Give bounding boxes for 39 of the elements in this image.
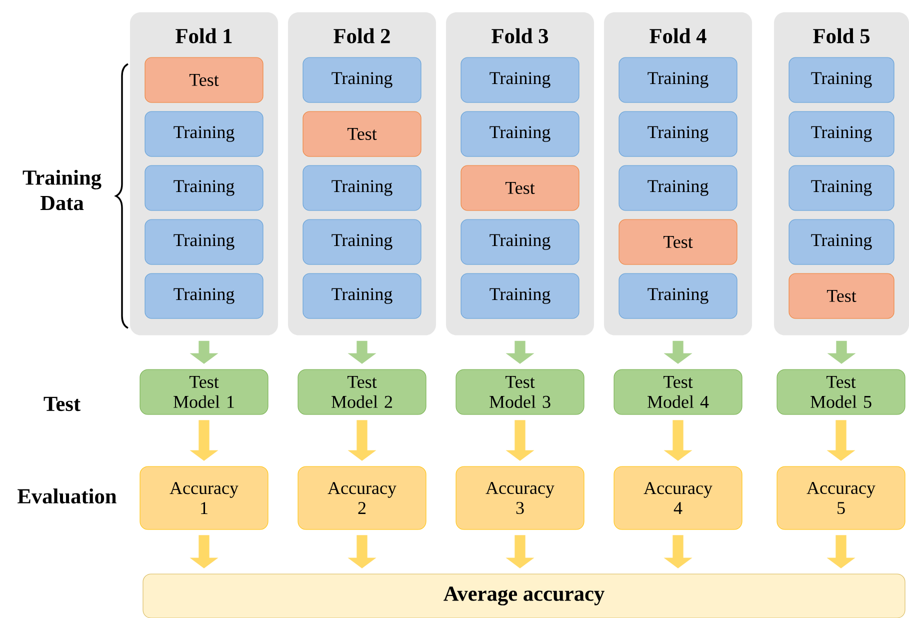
model-box: Test Model 1: [140, 369, 268, 415]
accuracy-box: Accuracy 4: [614, 466, 742, 530]
training-block: Training: [788, 57, 894, 103]
training-block: Training: [788, 111, 894, 157]
training-block: Training: [618, 165, 738, 211]
accuracy-box: Accuracy 3: [456, 466, 584, 530]
training-block: Training: [302, 165, 422, 211]
training-block: Training: [302, 219, 422, 265]
training-block: Training: [144, 111, 264, 157]
row-label: Test: [44, 396, 80, 412]
training-block: Training: [144, 219, 264, 265]
row-label: Evaluation: [18, 488, 116, 504]
training-block: Training: [788, 165, 894, 211]
accuracy-box: Accuracy 5: [776, 466, 906, 530]
row-label: Training Data: [22, 170, 102, 210]
test-block: Test: [302, 111, 422, 157]
accuracy-box: Accuracy 1: [140, 466, 268, 530]
training-block: Training: [618, 111, 738, 157]
model-box: Test Model 5: [776, 369, 906, 415]
training-block: Training: [788, 219, 894, 265]
training-block: Training: [144, 273, 264, 319]
training-block: Training: [460, 273, 580, 319]
accuracy-box: Accuracy 2: [298, 466, 426, 530]
model-box: Test Model 2: [298, 369, 426, 415]
training-block: Training: [460, 111, 580, 157]
average-box: Average accuracy: [142, 574, 906, 618]
training-block: Training: [144, 165, 264, 211]
training-block: Training: [302, 57, 422, 103]
test-block: Test: [788, 273, 894, 319]
training-block: Training: [302, 273, 422, 319]
training-block: Training: [618, 57, 738, 103]
training-block: Training: [460, 219, 580, 265]
test-block: Test: [460, 165, 580, 211]
model-box: Test Model 3: [456, 369, 584, 415]
training-block: Training: [618, 273, 738, 319]
test-block: Test: [618, 219, 738, 265]
training-block: Training: [460, 57, 580, 103]
model-box: Test Model 4: [614, 369, 742, 415]
test-block: Test: [144, 57, 264, 103]
